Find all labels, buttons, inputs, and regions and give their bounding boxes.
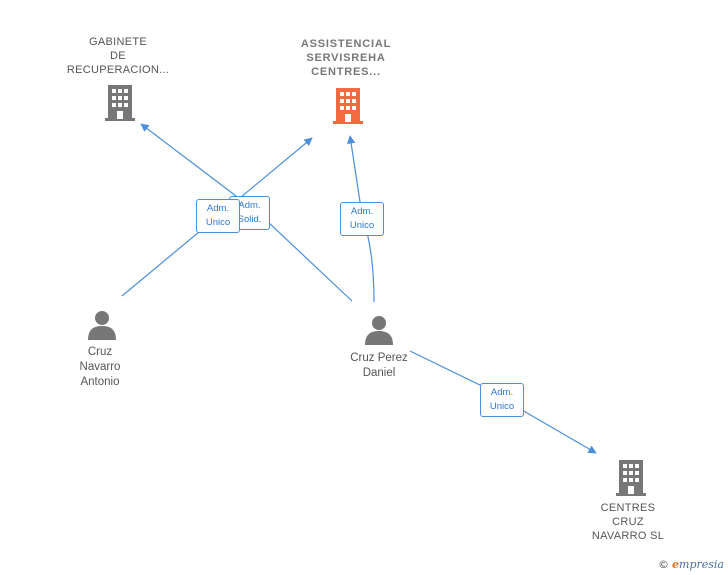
- node-label-centres-cruz-navarro[interactable]: CENTRES CRUZ NAVARRO SL: [591, 502, 665, 542]
- brand-logo-text: mpresia: [679, 558, 724, 571]
- node-label-gabinete[interactable]: GABINETE DE RECUPERACION...: [66, 36, 170, 76]
- copyright-symbol: ©: [658, 558, 670, 571]
- edge-daniel-to-centres[interactable]: [409, 350, 596, 453]
- building-icon[interactable]: [616, 460, 646, 496]
- building-icon[interactable]: [105, 85, 135, 121]
- node-label-assistencial[interactable]: ASSISTENCIAL SERVISREHA CENTRES...: [300, 38, 392, 78]
- edge-label-adm-unico-centres[interactable]: Adm. Unico: [480, 383, 524, 417]
- empresia-watermark: ©empresia: [658, 558, 724, 571]
- node-label-cruz-perez-daniel[interactable]: Cruz Perez Daniel: [350, 352, 408, 379]
- edge-label-adm-unico-assistencial[interactable]: Adm. Unico: [340, 202, 384, 236]
- edge-label-adm-unico-antonio[interactable]: Adm. Unico: [196, 199, 240, 233]
- person-icon[interactable]: [364, 315, 394, 345]
- person-icon[interactable]: [87, 310, 117, 340]
- building-icon[interactable]: [333, 88, 363, 124]
- node-label-cruz-navarro-antonio[interactable]: Cruz Navarro Antonio: [79, 346, 121, 388]
- brand-logo-initial: e: [672, 558, 680, 571]
